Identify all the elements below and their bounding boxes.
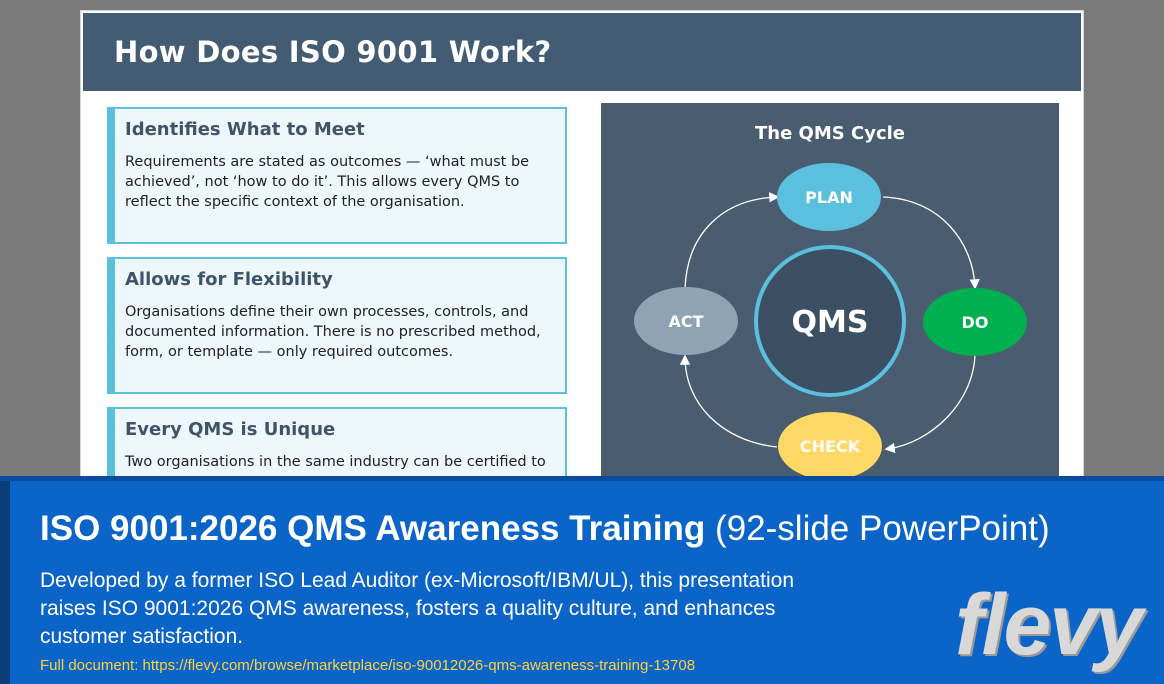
- promo-banner: ISO 9001:2026 QMS Awareness Training (92…: [0, 476, 1164, 684]
- qms-center-circle: [754, 245, 906, 397]
- do-node: [923, 288, 1027, 356]
- slide-title: How Does ISO 9001 Work?: [114, 35, 552, 69]
- arrow-do-check: [884, 354, 976, 454]
- banner-title-sub: (92-slide PowerPoint): [715, 509, 1050, 548]
- arrow-plan-do: [882, 196, 980, 290]
- card-text: Organisations define their own processes…: [125, 304, 541, 360]
- arrow-act-plan: [684, 192, 780, 290]
- slide-header: How Does ISO 9001 Work?: [83, 13, 1081, 91]
- arrow-check-act: [679, 354, 778, 448]
- do-label: DO: [962, 313, 989, 332]
- act-node: [634, 287, 738, 355]
- banner-title: ISO 9001:2026 QMS Awareness Training (92…: [40, 509, 1050, 549]
- flevy-logo[interactable]: flevy: [955, 577, 1143, 673]
- qms-cycle-diagram: QMS PLAN DO CHECK ACT: [634, 163, 1027, 479]
- check-node: [778, 412, 882, 479]
- card-unique: Every QMS is Unique Two organisations in…: [107, 407, 567, 479]
- banner-accent-strip: [0, 481, 10, 684]
- banner-title-main: ISO 9001:2026 QMS Awareness Training: [40, 509, 706, 548]
- card-text: Two organisations in the same industry c…: [125, 454, 546, 470]
- banner-description: Developed by a former ISO Lead Auditor (…: [40, 569, 795, 648]
- cycle-title: The QMS Cycle: [754, 123, 905, 144]
- act-label: ACT: [668, 312, 703, 331]
- plan-label: PLAN: [805, 188, 853, 207]
- card-text: Requirements are stated as outcomes — ‘w…: [125, 154, 530, 210]
- check-label: CHECK: [800, 437, 861, 456]
- slide: How Does ISO 9001 Work? Identifies What …: [80, 10, 1084, 480]
- plan-node: [777, 163, 881, 231]
- card-identifies: Identifies What to Meet Requirements are…: [107, 107, 567, 244]
- card-title: Allows for Flexibility: [125, 269, 333, 290]
- qms-cycle-panel: The QMS Cycle QMS PLAN DO CHECK A: [601, 103, 1059, 479]
- card-flexibility: Allows for Flexibility Organisations def…: [107, 257, 567, 394]
- document-link[interactable]: Full document: https://flevy.com/browse/…: [40, 657, 696, 674]
- qms-center-label: QMS: [792, 305, 869, 340]
- card-title: Every QMS is Unique: [125, 419, 336, 440]
- card-title: Identifies What to Meet: [125, 119, 365, 140]
